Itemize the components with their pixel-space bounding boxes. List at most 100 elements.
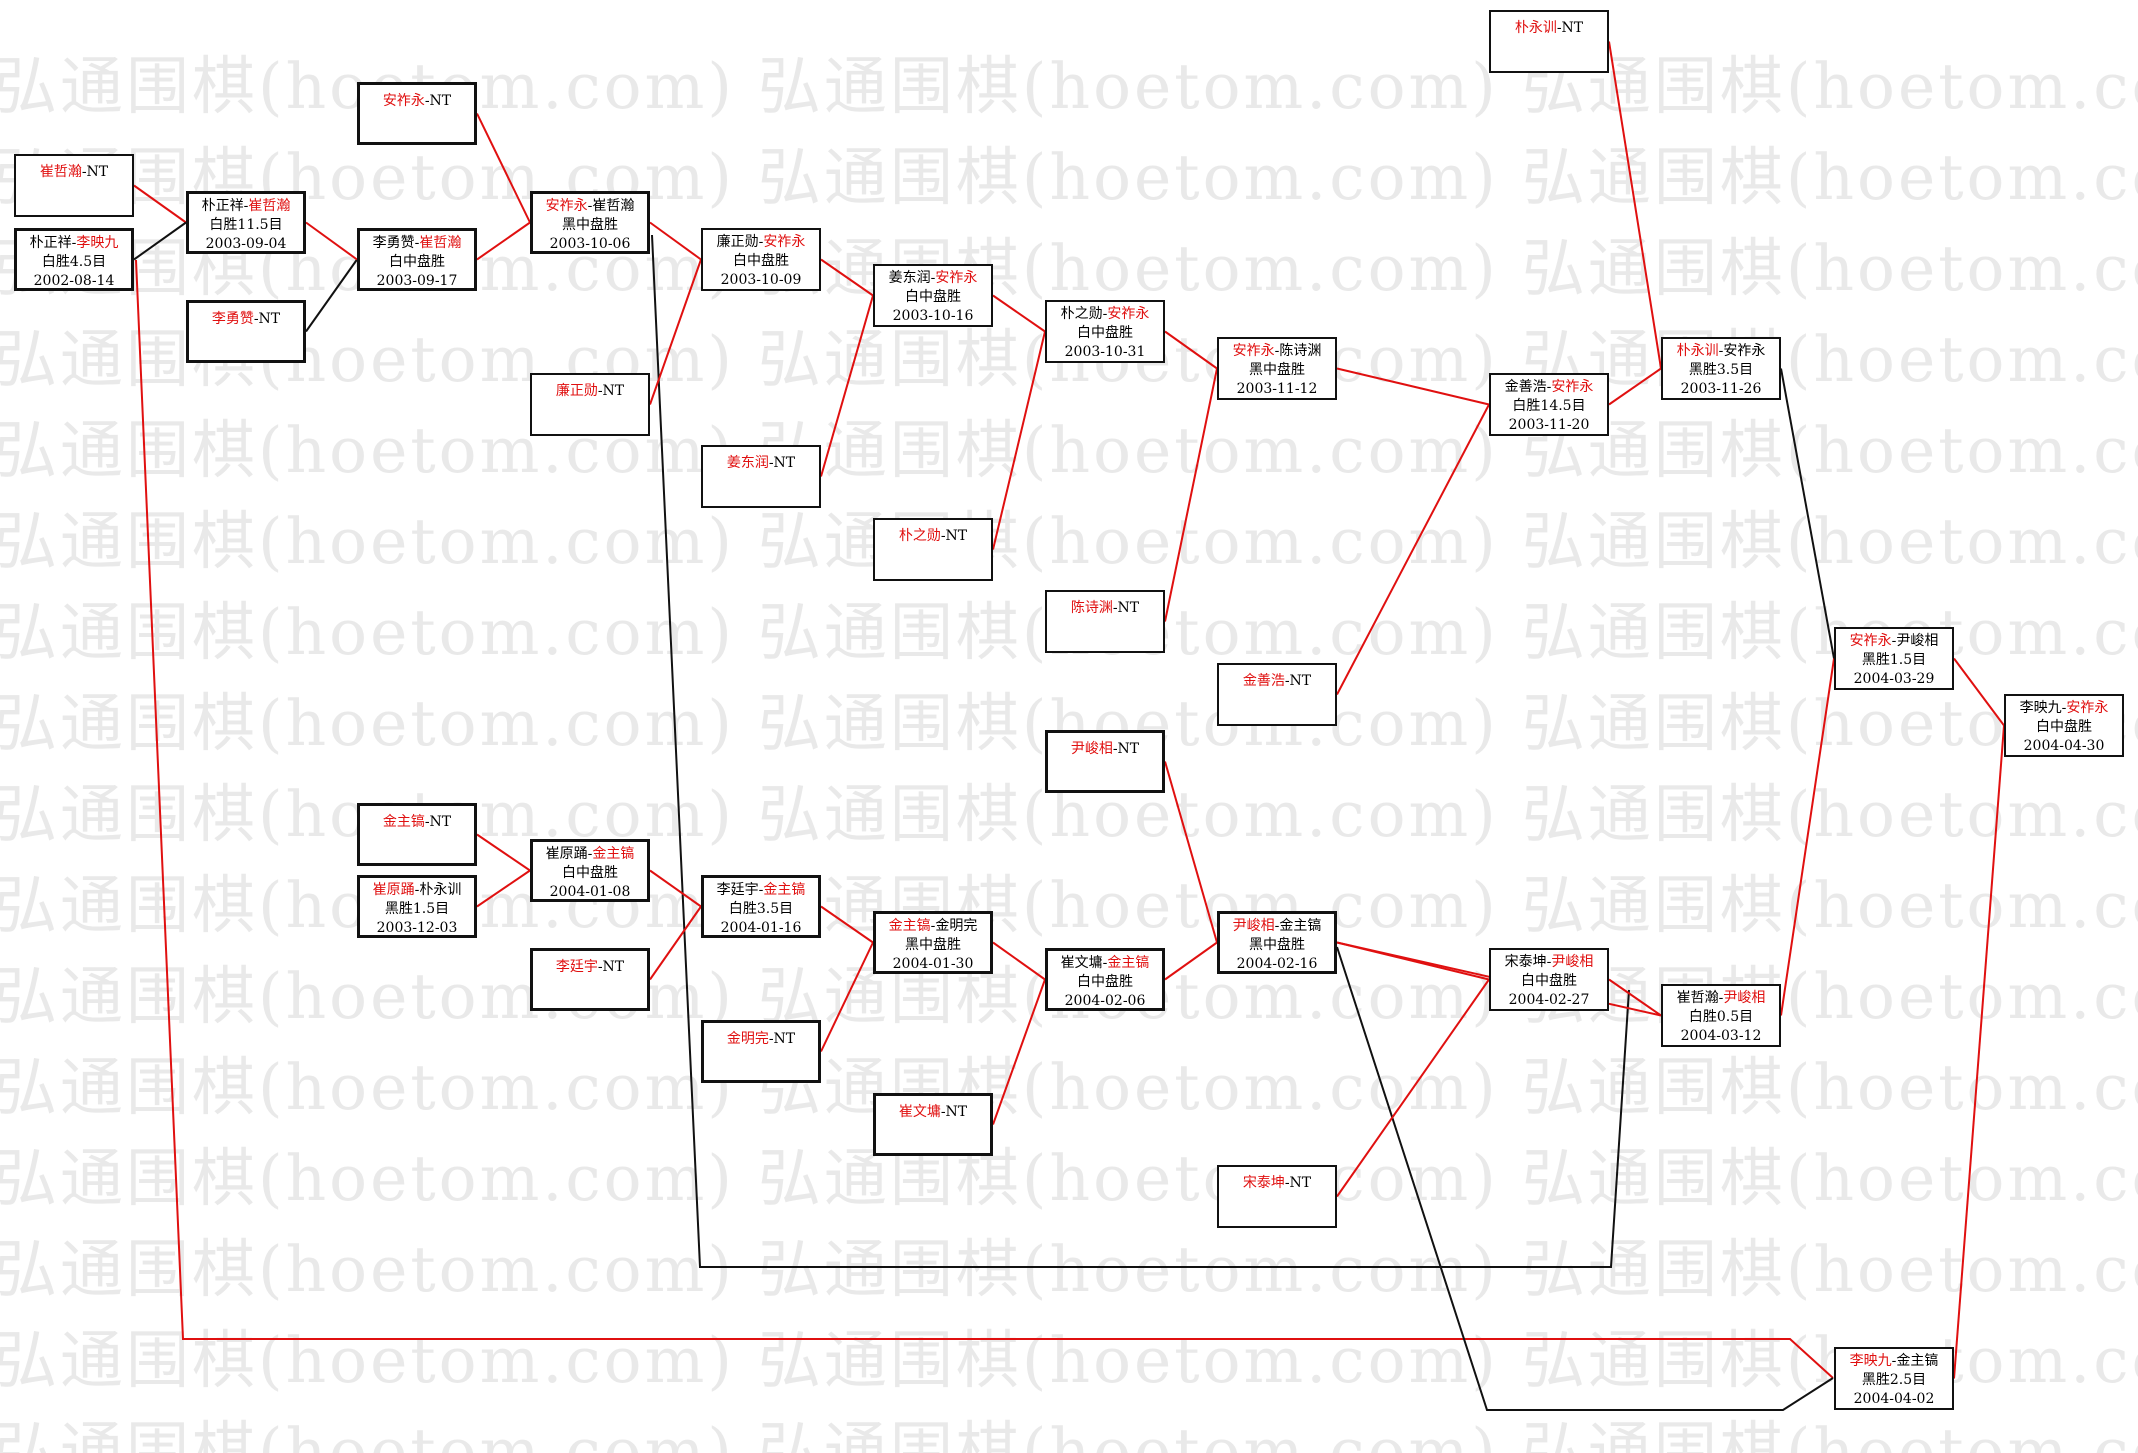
label-text: 金善浩- [1504,379,1552,395]
match-result: 黑中盘胜 [876,936,990,955]
label-text: -朴永训 [414,882,462,898]
connector-line [820,295,874,477]
label-text: 朴正祥- [201,198,249,214]
match-players: 李勇赞-崔哲瀚 [360,234,474,253]
label-text: 2004-02-16 [1236,956,1318,972]
match-players: 朴正祥-崔哲瀚 [189,197,303,216]
winner-name: 尹峻相 [1232,918,1275,934]
label-text: 白中盘胜 [733,253,789,269]
label-text: 李廷宇- [716,882,764,898]
match-date: 2003-10-06 [533,235,647,254]
match-players: 朴永训-NT [1491,19,1607,38]
winner-name: 安祚永 [2066,700,2109,716]
label-text: -NT [424,814,452,830]
label-text: 2003-09-17 [376,273,458,289]
match-node: 廉正勋-NT [530,373,650,436]
winner-name: 宋泰坤 [1242,1175,1285,1191]
label-text: 2004-03-29 [1853,671,1935,687]
connector-line [649,221,702,261]
connector-line [1953,725,2005,1379]
match-players: 朴永训-安祚永 [1663,342,1779,361]
label-text: 姜东润- [888,270,936,286]
label-text: -NT [81,164,109,180]
label-text: 白胜14.5目 [1512,398,1586,414]
match-result: 白胜14.5目 [1491,397,1607,416]
connector-line [649,259,702,405]
winner-name: 崔原踊 [372,882,415,898]
match-date: 2004-02-27 [1491,991,1607,1010]
label-text: 黑胜1.5目 [384,901,450,917]
label-text: 白胜4.5目 [41,254,107,270]
match-players: 金主镐-金明完 [876,917,990,936]
connector-line [1608,978,1662,1017]
match-result: 黑中盘胜 [1220,936,1334,955]
match-result: 白中盘胜 [533,864,647,883]
label-text: 白胜11.5目 [209,217,283,233]
connector-line [1336,978,1490,1198]
winner-name: 金明完 [726,1031,769,1047]
winner-name: 朴永训 [1514,20,1557,36]
label-text: 2003-10-31 [1064,344,1146,360]
connector-line [476,221,531,261]
match-players: 廉正勋-NT [532,382,648,401]
winner-name: 李勇赞 [211,311,254,327]
match-node: 朴永训-NT [1489,10,1609,73]
winner-name: 金主镐 [1107,955,1150,971]
label-text: 2003-11-26 [1680,381,1762,397]
label-text: 2002-08-14 [33,273,115,289]
match-date: 2002-08-14 [17,272,131,291]
label-text: 黑中盘胜 [905,937,961,953]
winner-name: 姜东润 [726,455,769,471]
match-players: 崔原踊-金主镐 [533,845,647,864]
connector-line [1780,658,1835,1016]
match-players: 宋泰坤-尹峻相 [1491,953,1607,972]
match-result: 白胜0.5目 [1663,1008,1779,1027]
winner-name: 安祚永 [545,198,588,214]
label-text: -金明完 [930,918,978,934]
label-text: 崔文墉- [1060,955,1108,971]
winner-name: 安祚永 [935,270,978,286]
connector-line [476,833,531,872]
winner-name: 尹峻相 [1070,741,1113,757]
match-node: 李勇赞-NT [186,300,306,363]
winner-name: 朴永训 [1676,343,1719,359]
match-players: 崔文墉-NT [876,1103,990,1122]
match-players: 安祚永-NT [360,92,474,111]
label-text: -NT [1284,1175,1312,1191]
connector-line [1164,368,1218,622]
match-node: 朴之勋-NT [873,518,993,581]
match-players: 安祚永-陈诗渊 [1219,342,1335,361]
label-text: 2003-10-09 [720,272,802,288]
label-text: -陈诗渊 [1274,343,1322,359]
match-node: 李廷宇-NT [530,948,650,1011]
label-text: 黑胜1.5目 [1861,652,1927,668]
match-result: 白中盘胜 [1491,972,1607,991]
match-result: 白中盘胜 [2006,718,2122,737]
match-date: 2003-10-09 [703,271,819,290]
match-date: 2003-11-12 [1219,380,1335,399]
match-node: 安祚永-NT [357,82,477,145]
winner-name: 李映九 [76,235,119,251]
match-node: 金主镐-NT [357,803,477,866]
match-players: 安祚永-尹峻相 [1836,632,1952,651]
winner-name: 金善浩 [1242,673,1285,689]
connector-line [649,869,702,908]
connector-line [820,258,874,297]
match-players: 金主镐-NT [360,813,474,832]
match-result: 白中盘胜 [1047,324,1163,343]
label-text: 2003-12-03 [376,920,458,936]
connector-line [305,221,358,261]
match-players: 尹峻相-NT [1048,740,1162,759]
connector-line [1164,941,1218,981]
winner-name: 安祚永 [763,234,806,250]
label-text: -NT [768,1031,796,1047]
match-players: 李映九-安祚永 [2006,699,2122,718]
